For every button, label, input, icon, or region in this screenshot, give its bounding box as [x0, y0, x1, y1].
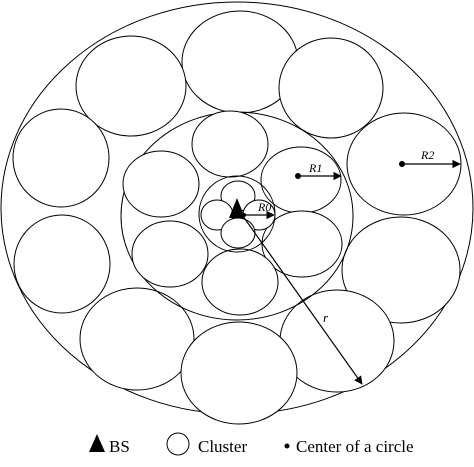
r-label: r — [323, 310, 329, 325]
legend-cluster-icon — [166, 432, 190, 456]
legend-center-label: Center of a circle — [296, 437, 414, 456]
legend-cluster-label: Cluster — [198, 437, 247, 456]
outer-cluster-2 — [75, 35, 187, 137]
outer-cluster-4 — [12, 108, 110, 208]
inner-cluster-4 — [220, 217, 256, 249]
r0-label: R0 — [257, 200, 271, 214]
legend-bs-icon — [89, 434, 105, 452]
outer-cluster-8 — [79, 287, 195, 391]
middle-cluster-2 — [122, 150, 200, 218]
middle-cluster-1 — [191, 110, 269, 178]
middle-cluster-6 — [201, 248, 279, 316]
r-radius-arrow — [239, 211, 363, 385]
r2-label: R2 — [420, 148, 434, 162]
r1-label: R1 — [308, 161, 322, 175]
legend-bs-label: BS — [109, 437, 130, 456]
outer-cluster-6 — [13, 214, 111, 314]
middle-cluster-4 — [131, 220, 209, 288]
outer-cluster-7 — [341, 216, 461, 324]
outer-cluster-10 — [180, 321, 298, 425]
middle-cluster-group — [122, 110, 343, 316]
outer-cluster-3 — [278, 37, 384, 139]
legend: BS Cluster Center of a circle — [89, 432, 414, 456]
legend-center-icon — [284, 443, 290, 449]
